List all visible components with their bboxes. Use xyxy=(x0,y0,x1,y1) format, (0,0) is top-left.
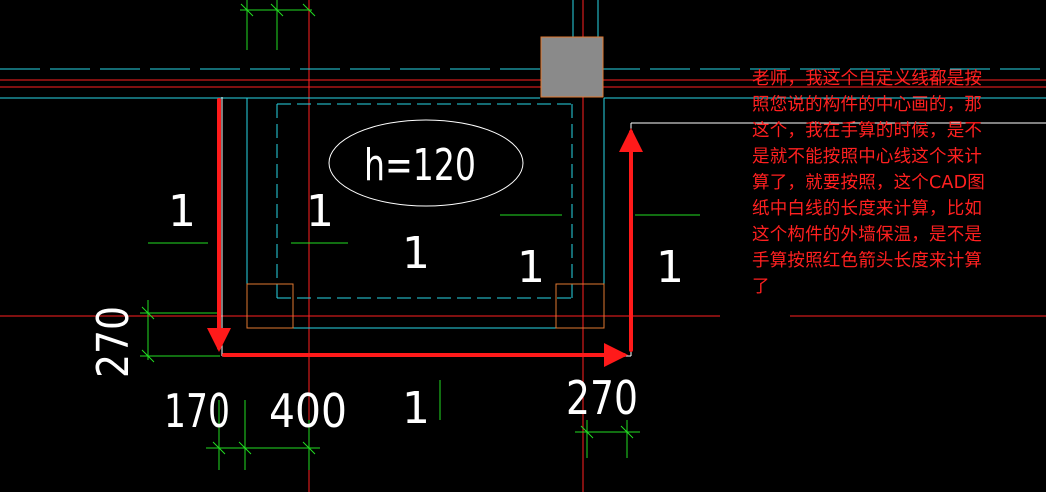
elevation-ellipse xyxy=(328,119,524,207)
note-line: 了 xyxy=(752,277,770,297)
note-line: 手算按照红色箭头长度来计算 xyxy=(752,251,983,271)
note-line: 这个构件的外墙保温，是不是 xyxy=(752,225,983,245)
dimension-270-right: 270 xyxy=(566,371,638,425)
green-dimension-lines xyxy=(140,0,700,470)
note-line: 这个，我在手算的时候，是不 xyxy=(752,121,983,141)
elevation-label: h=120 xyxy=(364,140,476,191)
note-line: 老师，我这个自定义线都是按 xyxy=(752,69,983,89)
note-line: 照您说的构件的中心画的，那 xyxy=(752,95,983,115)
dimension-400: 400 xyxy=(269,384,347,438)
dimension-vertical-270: 270 xyxy=(88,306,139,378)
note-line: 是就不能按照中心线这个来计 xyxy=(752,147,983,167)
red-arrows xyxy=(207,98,643,367)
orange-corner-boxes xyxy=(246,283,605,329)
column-block xyxy=(540,36,604,98)
dimension-170: 170 xyxy=(164,384,230,438)
question-note: 老师，我这个自定义线都是按 照您说的构件的中心画的，那 这个，我在手算的时候，是… xyxy=(752,66,1042,300)
label-one-inner-right: 1 xyxy=(517,242,545,293)
note-line: 算了，就要按照，这个CAD图 xyxy=(752,173,985,193)
label-one-center: 1 xyxy=(402,228,430,279)
label-one-bottom: 1 xyxy=(402,383,430,434)
label-one-left: 1 xyxy=(168,186,196,237)
note-line: 纸中白线的长度来计算，比如 xyxy=(752,199,983,219)
cyan-wall-lines xyxy=(0,0,1046,329)
label-one-inner-left: 1 xyxy=(306,186,334,237)
label-one-right: 1 xyxy=(656,242,684,293)
